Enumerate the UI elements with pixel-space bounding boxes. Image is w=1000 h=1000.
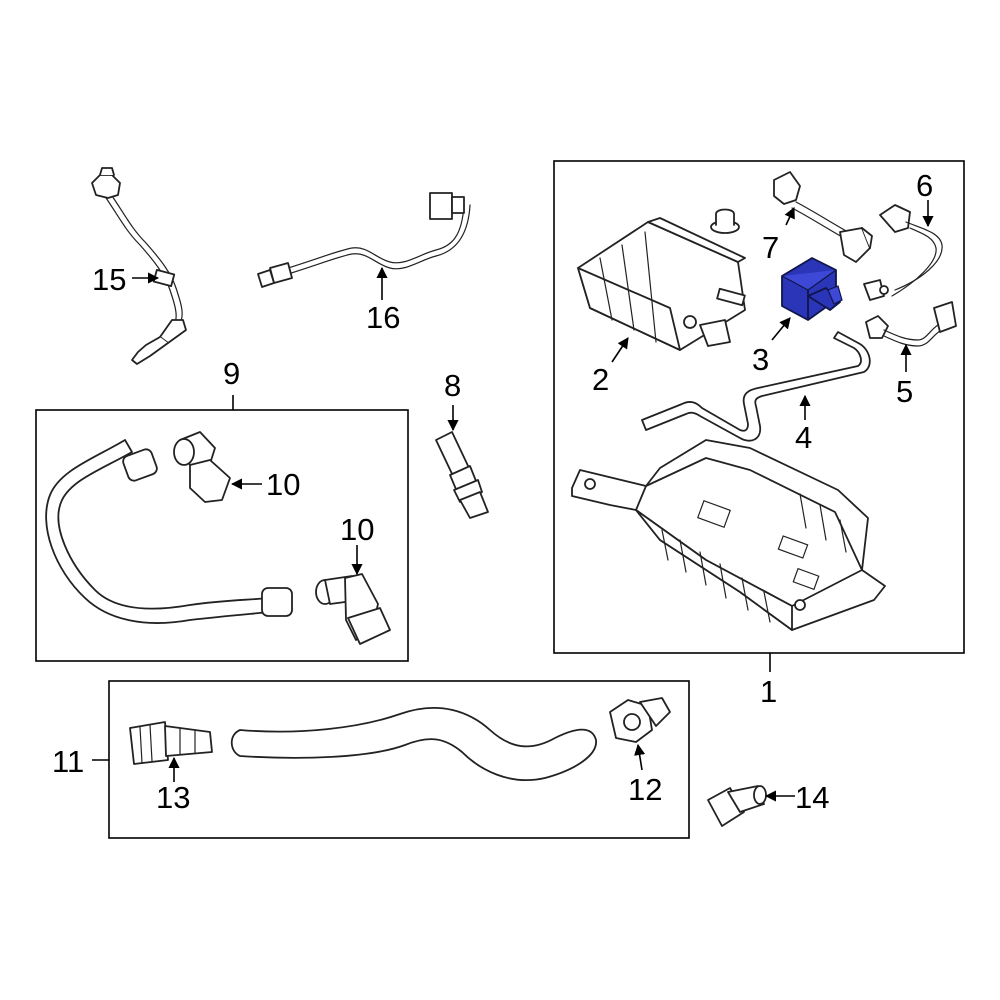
group-box-1	[553, 160, 965, 654]
callout-2: 2	[592, 362, 609, 397]
part-10-quick-connector-lower[interactable]	[315, 573, 391, 645]
grommet[interactable]	[710, 208, 740, 234]
callout-11: 11	[52, 744, 84, 779]
part-14-fitting[interactable]	[707, 785, 767, 827]
callout-7: 7	[762, 230, 779, 265]
callout-8: 8	[444, 368, 461, 403]
callout-15: 15	[92, 262, 126, 297]
callout-12-leader	[634, 743, 646, 771]
callout-1: 1	[760, 674, 777, 709]
callout-12: 12	[628, 772, 662, 807]
callout-3: 3	[752, 342, 769, 377]
part-13-hose-fitting[interactable]	[129, 721, 213, 765]
callout-5: 5	[896, 374, 913, 409]
callout-10a: 10	[266, 467, 300, 502]
group-box-11	[108, 680, 690, 839]
callout-6: 6	[916, 168, 933, 203]
callout-13: 13	[156, 780, 190, 815]
part-9-hose[interactable]	[45, 439, 293, 624]
callout-16: 16	[366, 300, 400, 335]
group-box-9	[35, 409, 409, 662]
callout-2-leader	[611, 337, 629, 363]
part-3-purge-valve-highlighted[interactable]	[781, 257, 843, 321]
part-7-wire-harness[interactable]	[773, 171, 873, 263]
callout-7-leader	[784, 206, 795, 226]
part-6-wire-harness[interactable]	[863, 204, 943, 301]
part-16-oxygen-sensor[interactable]	[257, 192, 471, 288]
callout-4: 4	[795, 420, 812, 455]
part-5-wire-harness[interactable]	[865, 301, 957, 347]
callout-9: 9	[223, 356, 240, 391]
part-4-tube[interactable]	[641, 331, 871, 442]
part-11-hose[interactable]	[230, 707, 597, 781]
part-10-quick-connector-upper[interactable]	[173, 431, 231, 503]
callout-3-leader	[771, 317, 791, 341]
part-8-connector[interactable]	[435, 431, 489, 519]
part-2-vapor-canister[interactable]	[577, 217, 746, 351]
part-12-connector[interactable]	[609, 697, 671, 743]
callout-14: 14	[795, 780, 829, 815]
callout-10b: 10	[340, 512, 374, 547]
part-1-bracket-tray[interactable]	[571, 439, 886, 631]
